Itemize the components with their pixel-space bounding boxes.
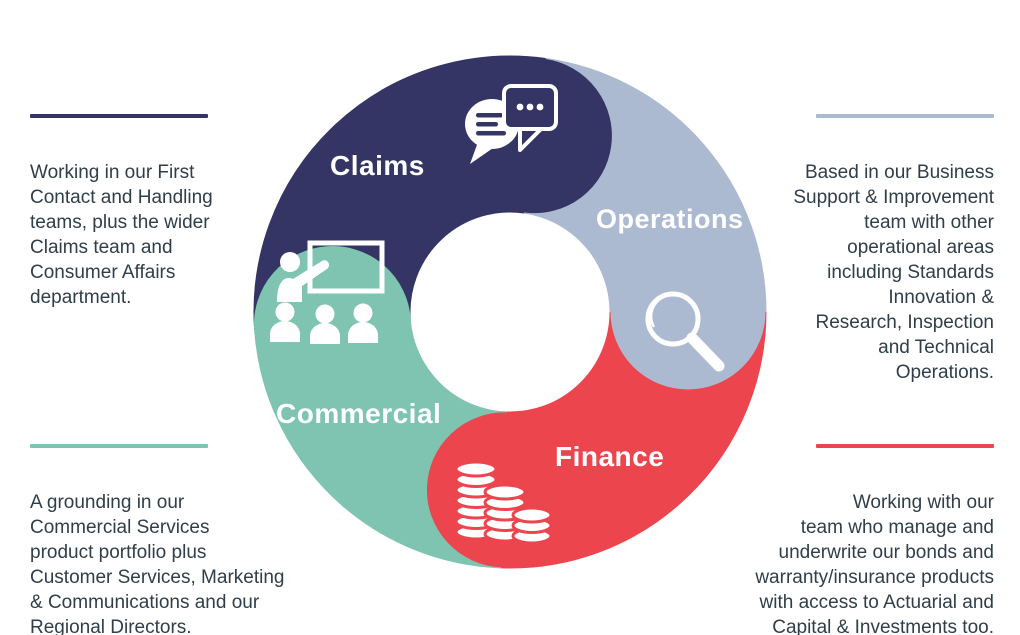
note-operations-text: Based in our Business Support & Improvem… bbox=[793, 162, 994, 383]
note-claims-text: Working in our First Contact and Handlin… bbox=[30, 162, 213, 308]
note-commercial-text: A grounding in our Commercial Services p… bbox=[30, 492, 285, 635]
note-commercial: A grounding in our Commercial Services p… bbox=[30, 419, 340, 635]
note-claims: Working in our First Contact and Handlin… bbox=[30, 89, 265, 335]
segment-label-finance: Finance bbox=[555, 441, 665, 472]
note-rule-bottom_right bbox=[816, 444, 994, 448]
note-finance: Working with our team who manage and und… bbox=[694, 419, 994, 635]
note-rule-top_left bbox=[30, 114, 208, 118]
segment-label-claims: Claims bbox=[330, 150, 425, 181]
segment-label-operations: Operations bbox=[596, 204, 744, 234]
segment-label-commercial: Commercial bbox=[276, 398, 442, 429]
note-rule-bottom_left bbox=[30, 444, 208, 448]
note-operations: Based in our Business Support & Improvem… bbox=[744, 89, 994, 410]
note-finance-text: Working with our team who manage and und… bbox=[755, 492, 994, 635]
note-rule-top_right bbox=[816, 114, 994, 118]
